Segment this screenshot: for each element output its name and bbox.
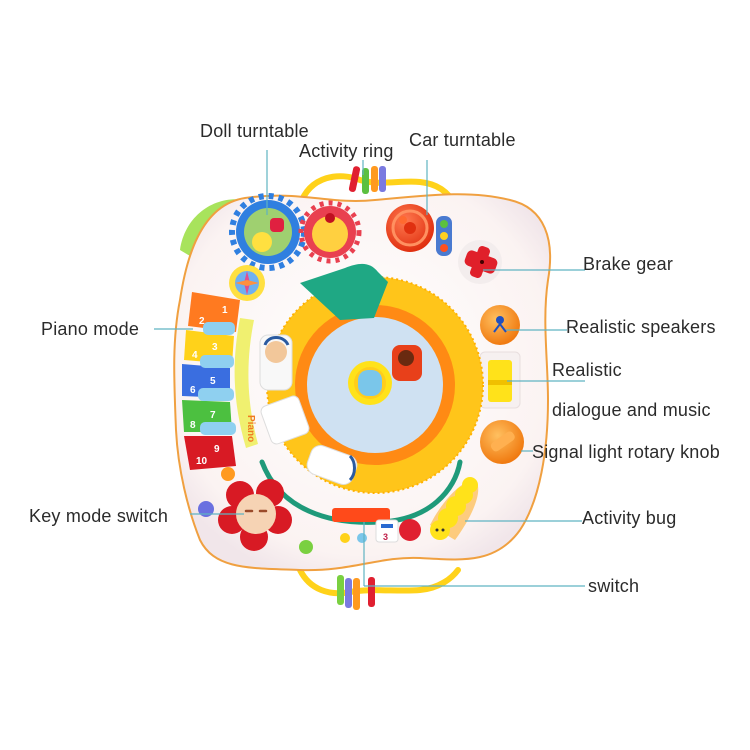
activity-bug[interactable] xyxy=(430,477,479,540)
label-doll-turntable: Doll turntable xyxy=(200,121,309,141)
key-number: 6 xyxy=(190,385,196,396)
label-brake-gear: Brake gear xyxy=(583,254,674,274)
bottom-switch[interactable]: 3 xyxy=(332,508,399,543)
key-number: 8 xyxy=(190,420,196,431)
label-realistic-dialogue-1: Realistic xyxy=(552,360,622,380)
traffic-light-strip xyxy=(436,216,452,256)
red-gear[interactable] xyxy=(298,200,362,264)
leader-lines xyxy=(154,150,585,587)
key-number: 10 xyxy=(196,456,208,467)
label-signal-light-knob: Signal light rotary knob xyxy=(532,442,720,462)
label-key-mode-switch: Key mode switch xyxy=(29,506,169,526)
car-turntable-wheel[interactable] xyxy=(386,204,434,252)
doll-turntable-gear[interactable] xyxy=(229,193,307,271)
speaker-button[interactable] xyxy=(480,305,520,345)
label-car-turntable: Car turntable xyxy=(409,130,516,150)
key-number: 3 xyxy=(212,342,218,353)
track-figures[interactable] xyxy=(259,334,359,487)
label-realistic-dialogue-2: dialogue and music xyxy=(552,400,711,420)
key-number: 2 xyxy=(199,316,205,327)
signal-light-knob[interactable] xyxy=(480,420,524,464)
green-track-slider[interactable] xyxy=(300,263,388,320)
bottom-handle xyxy=(297,567,461,597)
key-mode-switch-flower[interactable] xyxy=(218,479,292,551)
key-number: 1 xyxy=(222,305,228,316)
key-number: 5 xyxy=(210,376,216,387)
activity-ring-beads-top[interactable] xyxy=(348,166,386,194)
key-number: 4 xyxy=(192,350,198,361)
central-track[interactable] xyxy=(266,276,484,494)
label-activity-bug: Activity bug xyxy=(582,508,677,528)
piano-keys[interactable] xyxy=(182,292,240,470)
small-flowers xyxy=(198,467,313,554)
apple xyxy=(399,519,421,541)
key-number: 7 xyxy=(210,410,216,421)
piano-tag-text: Piano xyxy=(245,415,256,442)
key-number: 9 xyxy=(214,444,220,455)
label-piano-mode: Piano mode xyxy=(41,319,140,339)
activity-ring-beads-bottom[interactable] xyxy=(337,575,375,610)
label-switch: switch xyxy=(588,576,640,596)
brake-gear[interactable] xyxy=(458,240,502,284)
label-realistic-speakers: Realistic speakers xyxy=(566,317,716,337)
dialogue-music-slider[interactable] xyxy=(479,351,521,409)
label-activity-ring: Activity ring xyxy=(299,141,394,161)
counter-digit: 3 xyxy=(383,532,388,542)
pinwheel-gear[interactable] xyxy=(229,265,265,301)
piano-tag-strip: Piano xyxy=(234,318,258,448)
piano-key-numbers: 1 2 3 4 5 6 7 8 9 10 xyxy=(190,305,228,467)
